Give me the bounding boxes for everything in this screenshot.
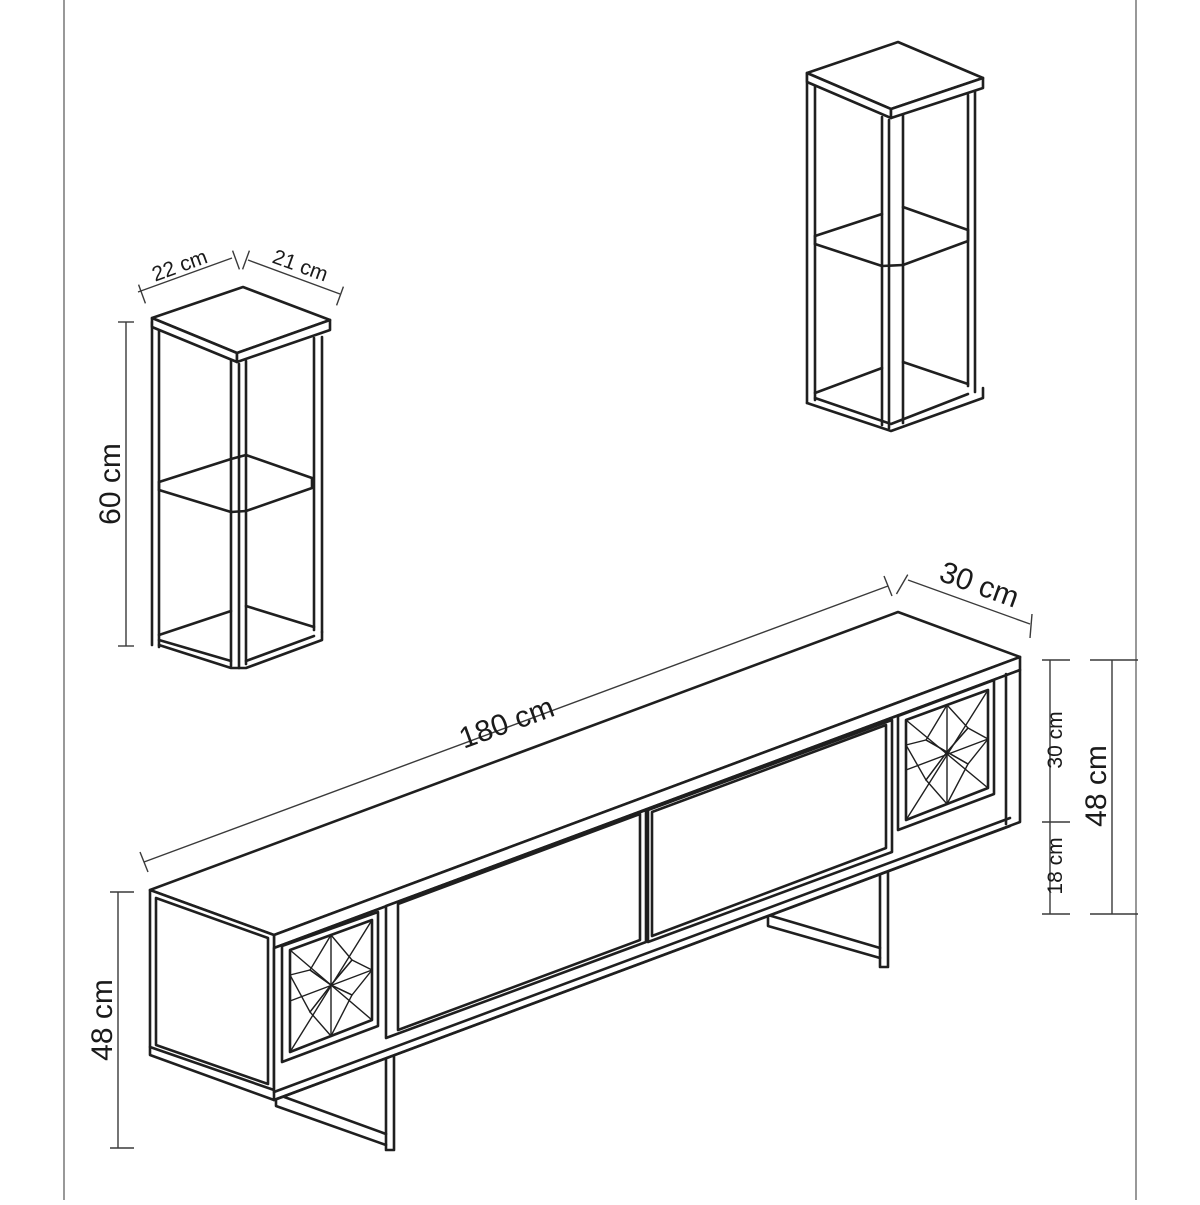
tv-dimensions	[110, 574, 1138, 1149]
tall-shelf-right	[805, 40, 985, 433]
tv-leg-height-label: 18 cm	[1044, 837, 1067, 894]
tv-total-height-right-label: 48 cm	[1080, 745, 1113, 827]
small-shelf-dimensions	[118, 250, 345, 647]
shelf-width-label: 22 cm	[149, 245, 211, 286]
shelf-height-label: 60 cm	[94, 443, 127, 525]
small-shelf-left	[150, 285, 332, 670]
tv-upper-height-label: 30 cm	[1044, 711, 1067, 768]
tv-unit	[148, 610, 1022, 1152]
tv-total-height-left-label: 48 cm	[86, 979, 119, 1061]
shelf-depth-label: 21 cm	[269, 245, 331, 286]
